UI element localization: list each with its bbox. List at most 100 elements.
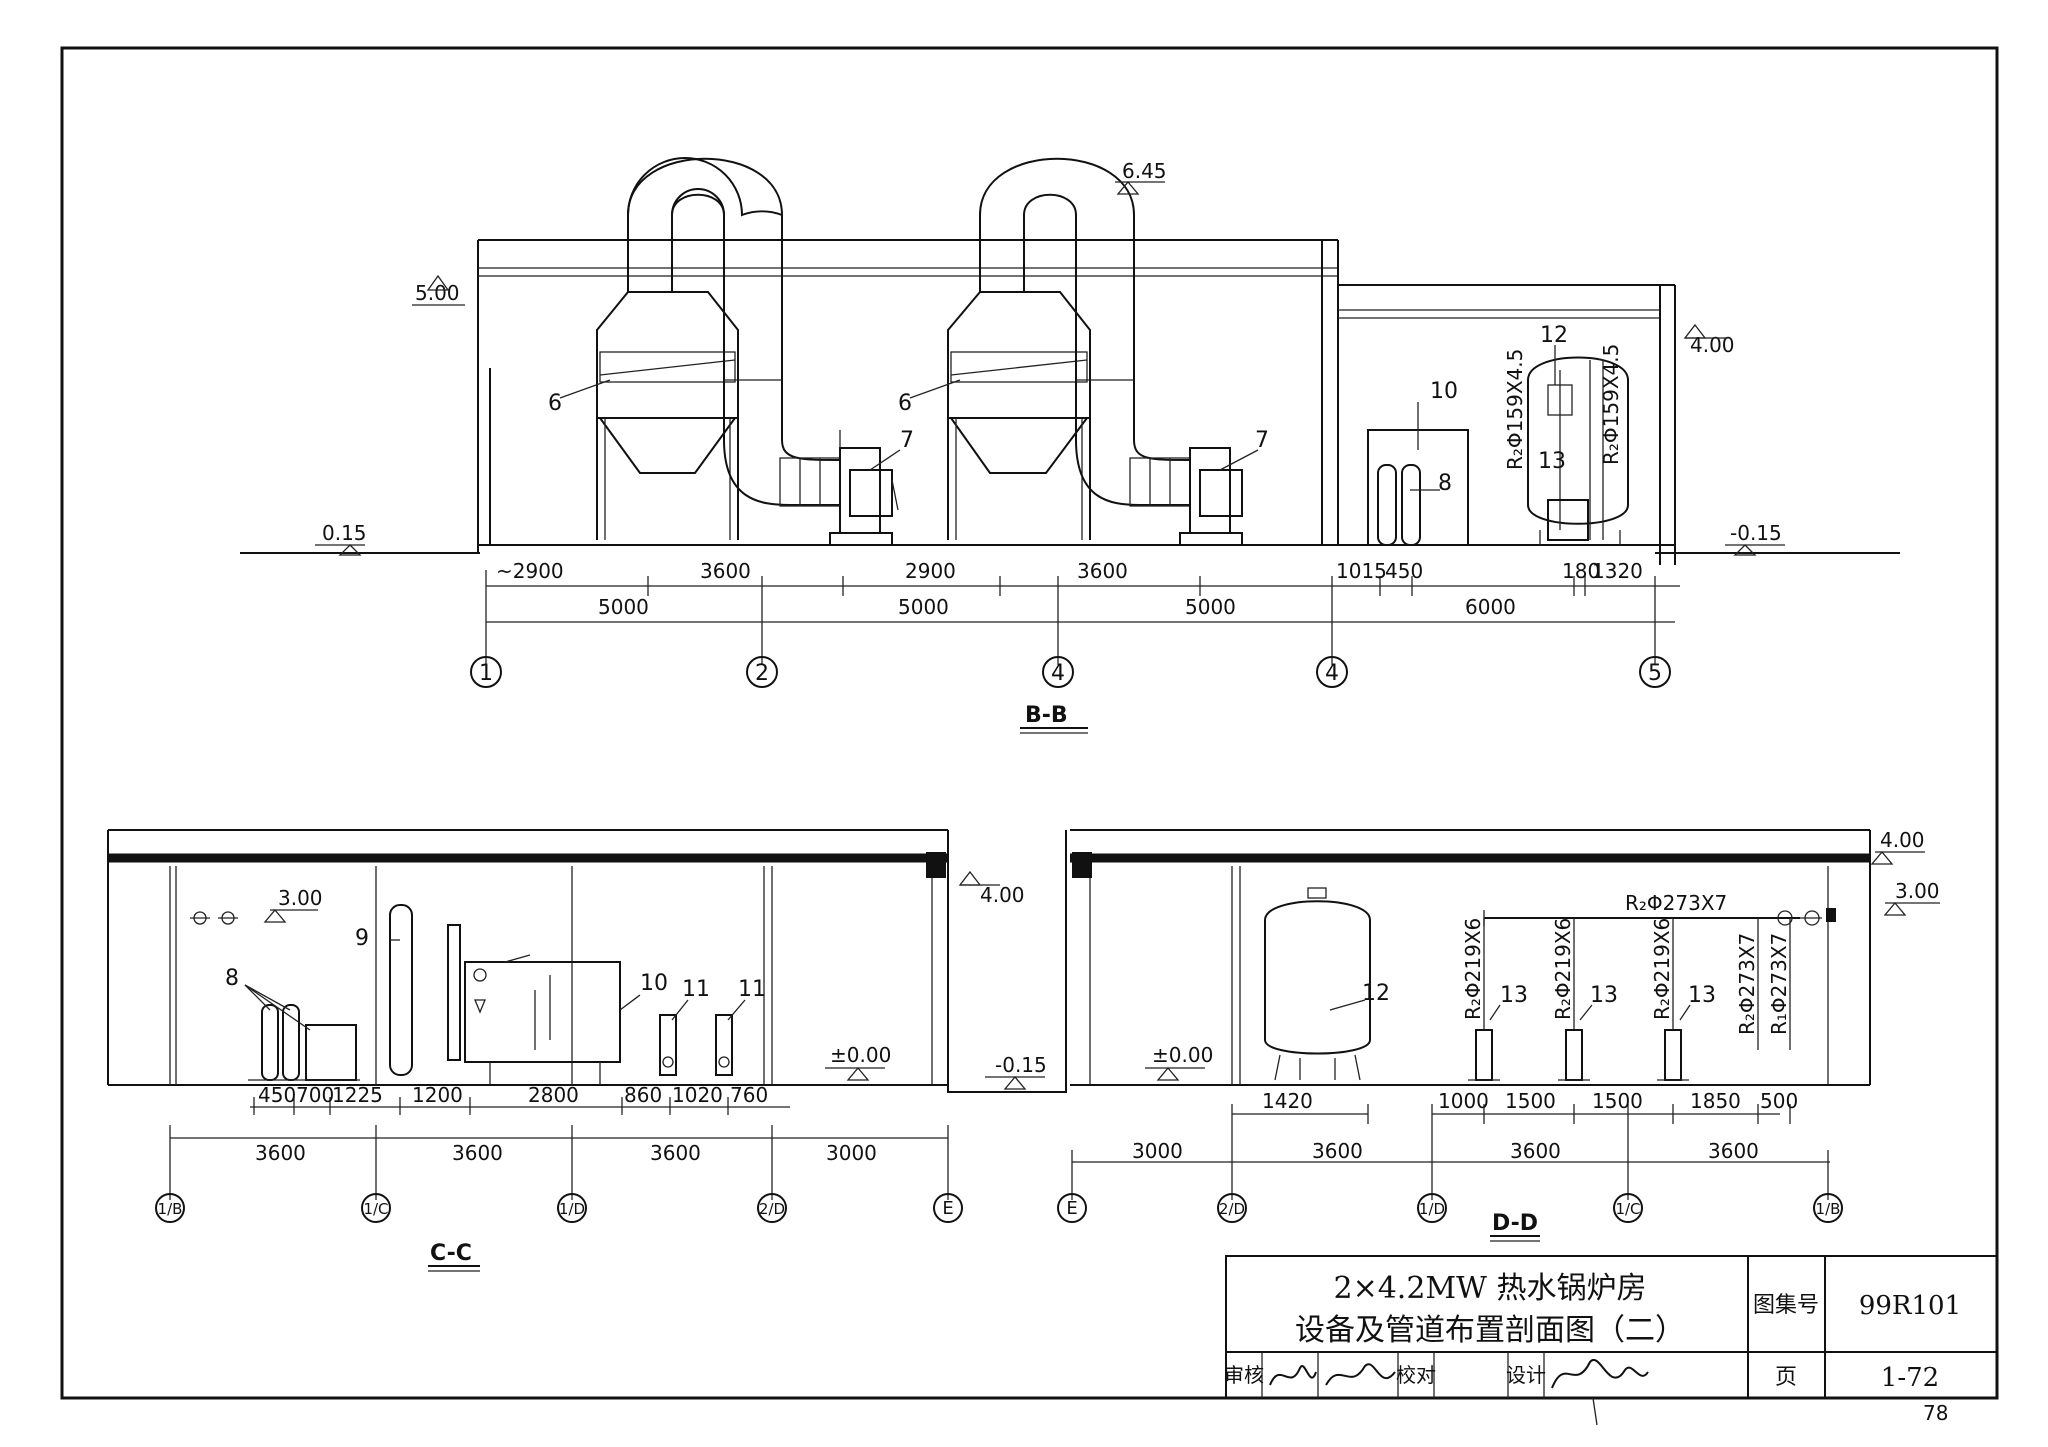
signature-designer [1551, 1358, 1649, 1389]
dust-collector-1 [596, 291, 739, 540]
dd-axis-1: E [1066, 1198, 1077, 1219]
cc-dim-bot-3: 3600 [650, 1141, 701, 1165]
section-bb: 6 6 7 7 10 8 12 13 R₂Φ159X4.5 R₂Φ159X4.5… [240, 157, 1900, 734]
atlas-label: 图集号 [1753, 1293, 1819, 1318]
title-line-1: 2×4.2MW 热水锅炉房 [1333, 1271, 1646, 1306]
cc-level-0: ±0.00 [830, 1043, 891, 1067]
cc-level-4: 4.00 [980, 883, 1025, 907]
bb-level-0-15: 0.15 [322, 521, 367, 545]
section-dd: 12 R₂Φ273X7 R₂Φ219X6 R₂Φ219X6 R₂Φ219X6 R… [1057, 828, 1940, 1242]
dd-dim-top-3: 1500 [1505, 1089, 1556, 1113]
atlas-number: 99R101 [1859, 1291, 1961, 1321]
bb-dim-top-5: 1015 [1336, 559, 1387, 583]
bb-level-6-45: 6.45 [1122, 159, 1167, 183]
dd-dim-top-2: 1000 [1438, 1089, 1489, 1113]
bb-callout-6a: 6 [548, 391, 562, 416]
dd-pipe-2: R₂Φ219X6 [1551, 918, 1575, 1020]
bb-dim-bot-1: 5000 [598, 595, 649, 619]
bb-axis-2: 2 [755, 661, 769, 686]
cc-axis-4: 2/D [759, 1200, 785, 1218]
cc-dim-top-7: 1020 [672, 1083, 723, 1107]
dd-callout-13b: 13 [1590, 983, 1618, 1008]
dd-pumps [1468, 918, 1791, 1081]
bb-callout-6b: 6 [898, 391, 912, 416]
bb-axis-4a: 4 [1051, 661, 1065, 686]
dd-header-pipe-label: R₂Φ273X7 [1625, 891, 1727, 915]
sheet-border [60, 46, 1999, 1400]
dd-section-title: D-D [1492, 1211, 1538, 1236]
dd-axis-5: 1/B [1816, 1200, 1841, 1218]
cc-axis-3: 1/D [559, 1200, 585, 1218]
page-label: 页 [1775, 1365, 1797, 1390]
dd-pipe-5: R₁Φ273X7 [1767, 933, 1791, 1035]
dd-pipe-4: R₂Φ273X7 [1735, 933, 1759, 1035]
bb-dim-bot-4: 6000 [1465, 595, 1516, 619]
bb-dim-top-4: 3600 [1077, 559, 1128, 583]
cc-dim-bot-4: 3000 [826, 1141, 877, 1165]
dd-dim-bot-4: 3600 [1708, 1139, 1759, 1163]
dd-dim-bot-2: 3600 [1312, 1139, 1363, 1163]
title-line-2: 设备及管道布置剖面图（二） [1295, 1313, 1685, 1348]
dd-axis-4: 1/C [1615, 1200, 1640, 1218]
bb-dim-top-8: 1320 [1592, 559, 1643, 583]
bb-level-5: 5.00 [415, 281, 460, 305]
cc-callout-11a: 11 [682, 977, 710, 1002]
cc-callout-9: 9 [355, 926, 369, 951]
signature-checker [1325, 1363, 1396, 1386]
cc-axis-5: E [942, 1198, 953, 1219]
dd-dim-top-1: 1420 [1262, 1089, 1313, 1113]
cc-dim-top-4: 1200 [412, 1083, 463, 1107]
bb-dim-bot-3: 5000 [1185, 595, 1236, 619]
bb-callout-8: 8 [1438, 471, 1452, 496]
cc-callout-8: 8 [225, 966, 239, 991]
cc-axis-2: 1/C [363, 1200, 388, 1218]
cc-dim-top-5: 2800 [528, 1083, 579, 1107]
dd-callout-13a: 13 [1500, 983, 1528, 1008]
dd-dim-top-6: 500 [1760, 1089, 1798, 1113]
design-label: 设计 [1506, 1363, 1546, 1387]
check-label: 校对 [1396, 1363, 1436, 1387]
bb-callout-7b: 7 [1255, 428, 1269, 453]
duct-1 [627, 157, 899, 546]
dd-callout-12: 12 [1362, 981, 1390, 1006]
bb-axis-5: 5 [1648, 661, 1662, 686]
bb-axis-4b: 4 [1325, 661, 1339, 686]
title-block: 2×4.2MW 热水锅炉房 设备及管道布置剖面图（二） 图集号 99R101 页… [1224, 1255, 1998, 1426]
dd-dim-top-5: 1850 [1690, 1089, 1741, 1113]
bb-callout-10: 10 [1430, 379, 1458, 404]
page-number: 1-72 [1881, 1363, 1939, 1393]
cc-level-3: 3.00 [278, 886, 323, 910]
dd-dim-bot-1: 3000 [1132, 1139, 1183, 1163]
bb-dim-top-1: ~2900 [496, 559, 564, 583]
bb-axes [470, 656, 1671, 688]
bb-axis-1: 1 [479, 661, 493, 686]
dd-dim-top-4: 1500 [1592, 1089, 1643, 1113]
cc-section-title: C-C [430, 1241, 472, 1266]
dd-level-4: 4.00 [1880, 828, 1925, 852]
cc-dim-bot-1: 3600 [255, 1141, 306, 1165]
dd-axis-3: 1/D [1419, 1200, 1445, 1218]
cc-dim-top-2: 700 [296, 1083, 334, 1107]
bb-level-4: 4.00 [1690, 333, 1735, 357]
bb-level-neg-0-15: -0.15 [1730, 521, 1782, 545]
dd-dim-bot-3: 3600 [1510, 1139, 1561, 1163]
cc-dim-top-3: 1225 [332, 1083, 383, 1107]
cc-dim-top-6: 860 [624, 1083, 662, 1107]
cc-callout-11b: 11 [738, 977, 766, 1002]
review-label: 审核 [1224, 1363, 1264, 1387]
dd-pipe-1: R₂Φ219X6 [1461, 918, 1485, 1020]
dd-axis-2: 2/D [1219, 1200, 1245, 1218]
cc-dim-top-8: 760 [730, 1083, 768, 1107]
bb-section-title: B-B [1025, 703, 1068, 728]
cc-axis-1: 1/B [158, 1200, 183, 1218]
cc-dim-bot-2: 3600 [452, 1141, 503, 1165]
dd-level-3: 3.00 [1895, 879, 1940, 903]
bb-dim-top-6: 450 [1385, 559, 1423, 583]
dd-callout-13c: 13 [1688, 983, 1716, 1008]
bb-dim-top-2: 3600 [700, 559, 751, 583]
bb-callout-7a: 7 [900, 428, 914, 453]
bb-callout-13: 13 [1538, 449, 1566, 474]
bb-dim-top-7: 180 [1562, 559, 1600, 583]
bb-pipe-label-1: R₂Φ159X4.5 [1503, 349, 1527, 470]
